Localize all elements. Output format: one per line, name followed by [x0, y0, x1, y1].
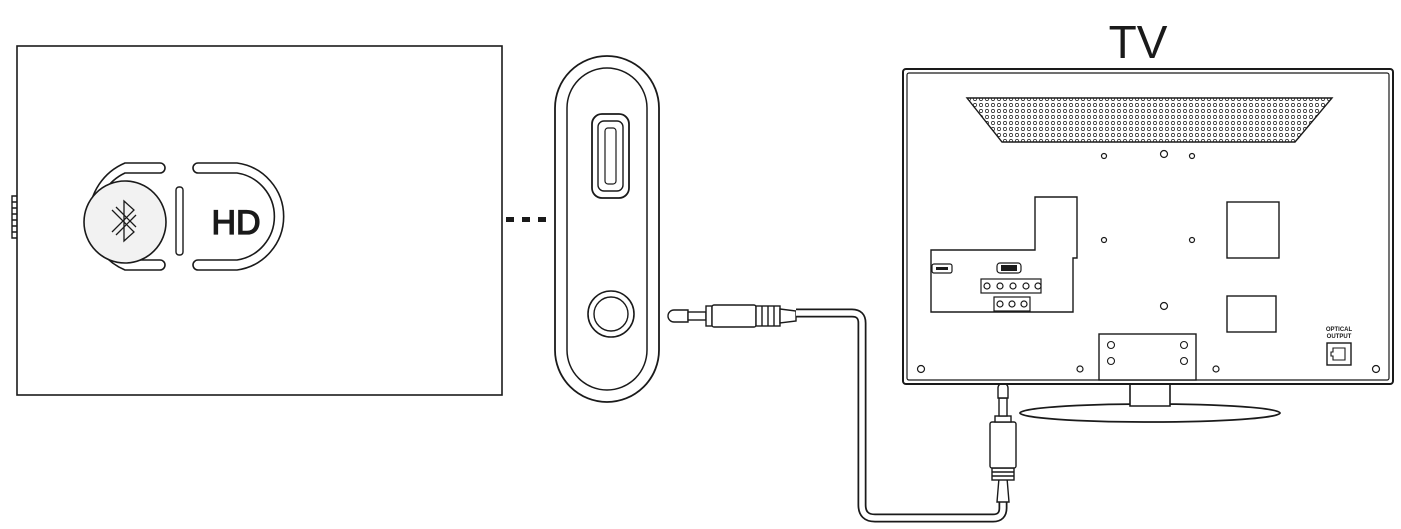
- tv-stand-mount: [1098, 333, 1197, 381]
- horizontal-plug: [667, 304, 797, 328]
- tv-speaker-grill: [965, 97, 1334, 143]
- vga-port: [996, 262, 1022, 274]
- vertical-plug: [989, 382, 1017, 503]
- tv-device: TV: [902, 16, 1394, 423]
- button-separator: [175, 186, 184, 256]
- transmitter-button[interactable]: [587, 290, 635, 338]
- soundbar-device: HD: [11, 45, 503, 396]
- optical-label-line2: OUTPUT: [1327, 334, 1352, 340]
- optical-output: OPTICAL OUTPUT: [1326, 327, 1353, 366]
- dashed-link: [506, 217, 546, 222]
- tv-label: TV: [1109, 16, 1168, 68]
- tv-panel-plate-lower: [1226, 295, 1277, 333]
- hd-button[interactable]: HD: [192, 162, 285, 271]
- side-grip: [11, 195, 17, 239]
- bluetooth-button[interactable]: [83, 180, 167, 264]
- audio-cable: [667, 304, 1017, 523]
- cable-inner: [796, 310, 1006, 521]
- av-ports: [980, 278, 1042, 312]
- optical-label-line1: OPTICAL: [1326, 327, 1353, 333]
- hd-button-ring: [192, 162, 285, 271]
- transmitter-device: [554, 55, 660, 403]
- tv-mount-holes: [916, 149, 1381, 374]
- hd-label: HD: [211, 204, 260, 242]
- bluetooth-icon: [111, 199, 137, 243]
- tv-panel-plate-upper: [1226, 201, 1280, 259]
